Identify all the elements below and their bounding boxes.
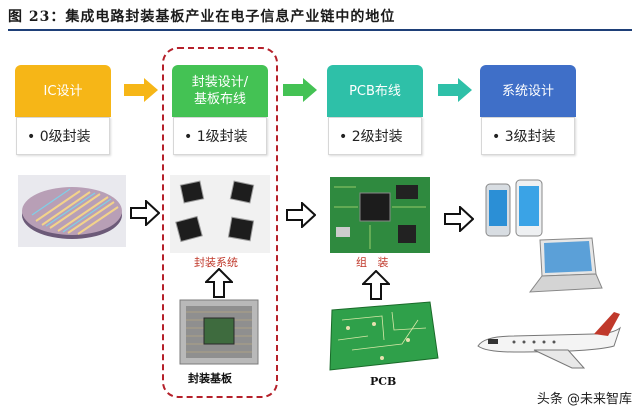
hollow-up-arrow-left — [205, 268, 233, 298]
hollow-arrow-1 — [130, 200, 160, 226]
stage-system-design-header: 系统设计 — [480, 65, 576, 117]
pcb-assembly-image — [330, 177, 430, 253]
watermark: 头条 @未来智库 — [536, 392, 632, 407]
caption-assembly: 组 装 — [356, 256, 389, 269]
title-rule — [8, 29, 632, 31]
laptop-image — [528, 237, 603, 293]
stage-ic-design-header: IC设计 — [15, 65, 111, 117]
smartphones-image — [485, 179, 543, 237]
stage-pcb-layout-header: PCB布线 — [327, 65, 423, 117]
figure-title: 图 23：集成电路封装基板产业在电子信息产业链中的地位 — [8, 9, 396, 25]
flow-arrow-3 — [438, 78, 472, 102]
stage-package-design-level: • 1级封装 — [173, 117, 267, 155]
flow-arrow-1 — [124, 78, 158, 102]
wafer-image — [18, 175, 126, 247]
packaged-chips-image — [170, 175, 270, 253]
hollow-up-arrow-right — [362, 270, 390, 300]
caption-packaging-system: 封装系统 — [194, 256, 238, 269]
caption-pcb: PCB — [370, 375, 397, 388]
stage-system-design-level: • 3级封装 — [481, 117, 575, 155]
bare-pcb-image — [329, 301, 439, 371]
airplane-image — [477, 312, 621, 369]
hollow-arrow-2 — [286, 202, 316, 228]
stage-package-design-header: 封装设计/ 基板布线 — [172, 65, 268, 117]
caption-package-substrate: 封装基板 — [188, 372, 232, 385]
highlight-dashed-box — [162, 47, 278, 398]
hollow-arrow-3 — [444, 206, 474, 232]
stage-ic-design-level: • 0级封装 — [16, 117, 110, 155]
package-substrate-image — [179, 299, 259, 365]
flow-arrow-2 — [283, 78, 317, 102]
stage-pcb-layout-level: • 2级封装 — [328, 117, 422, 155]
